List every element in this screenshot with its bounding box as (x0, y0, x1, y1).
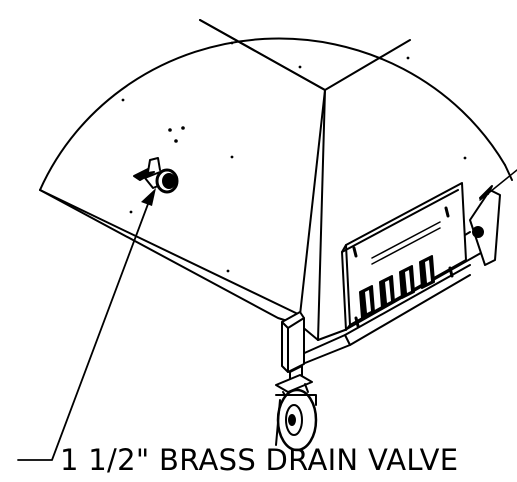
tank-left-panel (39, 19, 326, 316)
base-frame (299, 264, 471, 366)
rivet-dots (121, 41, 467, 273)
drain-valve-icon (133, 157, 179, 194)
detail-boundary-arc (39, 37, 506, 191)
panel-slots (359, 221, 441, 319)
right-arrow-head (479, 185, 493, 199)
tank-bottom-edge (39, 189, 319, 341)
right-frame-fragment (464, 169, 517, 266)
caster-wheel-icon (275, 311, 318, 452)
tank-top-ridge (199, 19, 411, 91)
tank-corner-edge (317, 89, 326, 341)
leader-arrow-icon (17, 188, 156, 461)
access-panel (341, 182, 467, 331)
detail-boundary-arc-right (504, 164, 513, 181)
drain-valve-callout-label: 1 1/2" BRASS DRAIN VALVE (60, 443, 458, 477)
